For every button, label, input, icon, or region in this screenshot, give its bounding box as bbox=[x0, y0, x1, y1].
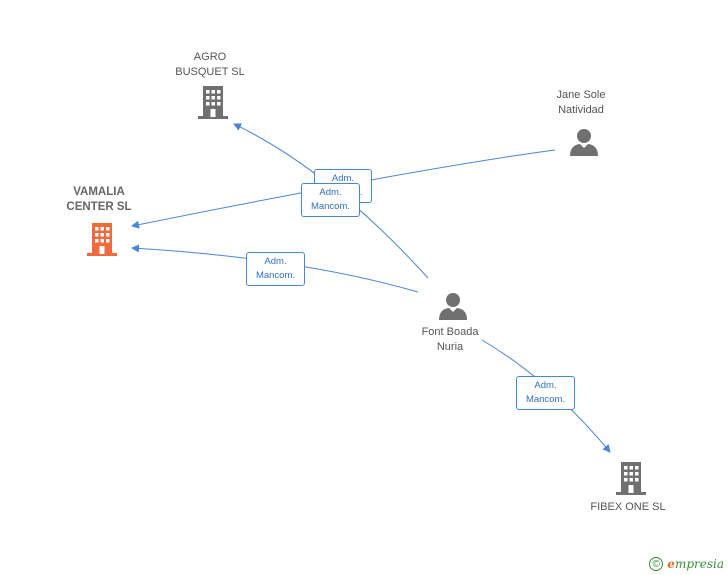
relation-role: Adm. bbox=[319, 187, 342, 198]
brand-logo-e: e bbox=[667, 557, 675, 571]
relation-role: Adm. bbox=[534, 380, 557, 391]
node-label-vamalia[interactable]: VAMALIA CENTER SL bbox=[39, 185, 159, 215]
copyright-icon: © bbox=[649, 557, 664, 571]
node-label-fibex[interactable]: FIBEX ONE SL bbox=[568, 500, 688, 515]
node-label-font-line2: Nuria bbox=[436, 341, 464, 353]
person-icon[interactable] bbox=[568, 126, 600, 158]
relation-type: Mancom. bbox=[310, 201, 351, 212]
node-label-agro[interactable]: AGRO BUSQUET SL bbox=[150, 50, 270, 80]
relation-type: Mancom. bbox=[525, 394, 566, 405]
relation-role: Adm. bbox=[331, 173, 355, 184]
person-icon[interactable] bbox=[437, 290, 469, 322]
node-label-font-line1: Font Boada bbox=[421, 326, 479, 338]
relation-box-font-agro[interactable]: Adm. Mancom. bbox=[301, 183, 360, 217]
building-icon[interactable] bbox=[614, 460, 648, 496]
node-label-agro-line1: AGRO bbox=[193, 51, 227, 63]
brand-logo-rest: mpresia bbox=[674, 557, 724, 571]
building-icon[interactable] bbox=[196, 84, 230, 120]
node-label-jane[interactable]: Jane Sole Natividad bbox=[521, 88, 641, 118]
brand-logo: empresia bbox=[667, 557, 724, 571]
relation-box-font-vamalia[interactable]: Adm. Mancom. bbox=[246, 252, 305, 286]
footer-brand: © empresia bbox=[649, 557, 724, 571]
node-label-jane-line2: Natividad bbox=[558, 104, 604, 116]
node-label-jane-line1: Jane Sole bbox=[556, 89, 606, 101]
relation-type: Mancom. bbox=[255, 270, 296, 281]
edge-jane-to-vamalia bbox=[131, 149, 556, 229]
node-label-vamalia-line2: CENTER SL bbox=[66, 201, 132, 213]
node-label-vamalia-line1: VAMALIA bbox=[73, 186, 125, 198]
building-icon-main[interactable] bbox=[85, 221, 119, 257]
relation-box-font-fibex[interactable]: Adm. Mancom. bbox=[516, 376, 575, 410]
node-label-fibex-line1: FIBEX ONE SL bbox=[590, 501, 666, 513]
node-label-agro-line2: BUSQUET SL bbox=[175, 66, 245, 78]
relation-role: Adm. bbox=[264, 256, 287, 267]
node-label-font[interactable]: Font Boada Nuria bbox=[390, 325, 510, 355]
